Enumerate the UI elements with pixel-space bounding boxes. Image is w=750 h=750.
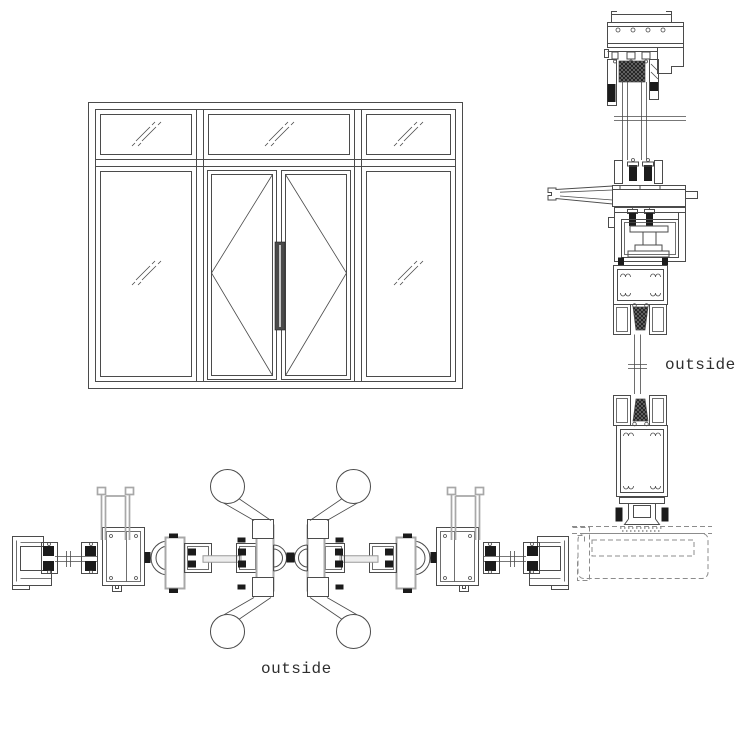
glass-break-mark	[66, 551, 71, 567]
mullion-profile	[102, 527, 145, 592]
head-profile	[604, 11, 684, 74]
outside-label-horizontal-section: outside	[261, 660, 332, 678]
storefront-frame	[88, 102, 463, 389]
door-handle	[274, 241, 286, 331]
glass-break-mark	[628, 364, 647, 369]
elevation-view	[88, 102, 463, 389]
handle-knob	[210, 614, 245, 649]
handle-knob	[210, 469, 245, 504]
wall-anchor-dashed	[572, 527, 590, 581]
side-glass-panels	[100, 171, 451, 377]
glass-pane	[55, 556, 97, 562]
weather-flashing-wing	[547, 185, 613, 205]
outside-label-vertical-section: outside	[665, 356, 736, 374]
horizontal-section-left-half	[12, 469, 291, 649]
transom-profile	[612, 185, 698, 207]
door-glass-bar	[202, 555, 242, 563]
fixed-glazing	[41, 542, 98, 574]
horizontal-section-right-half	[289, 468, 570, 650]
frame-seal	[144, 552, 151, 563]
mullion-tube	[96, 486, 135, 540]
glass-pane	[622, 82, 647, 160]
door-hinge-stile	[150, 533, 212, 593]
vertical-section-view	[547, 11, 712, 579]
pull-handle	[210, 469, 274, 649]
center-meeting-seal	[286, 552, 291, 563]
horizontal-section-view	[12, 468, 590, 650]
door-top-rail	[613, 265, 668, 335]
door-bottom-rail	[613, 395, 668, 497]
door-glass	[628, 334, 647, 394]
transom-windows	[100, 114, 451, 155]
floor-spring-box	[572, 526, 712, 579]
door-closer	[608, 207, 686, 266]
upper-glazing	[607, 59, 686, 184]
door-swing-lines	[211, 174, 347, 376]
floor-pivot	[615, 497, 669, 532]
jamb-profile	[12, 536, 52, 590]
glass-break-mark	[614, 116, 686, 121]
